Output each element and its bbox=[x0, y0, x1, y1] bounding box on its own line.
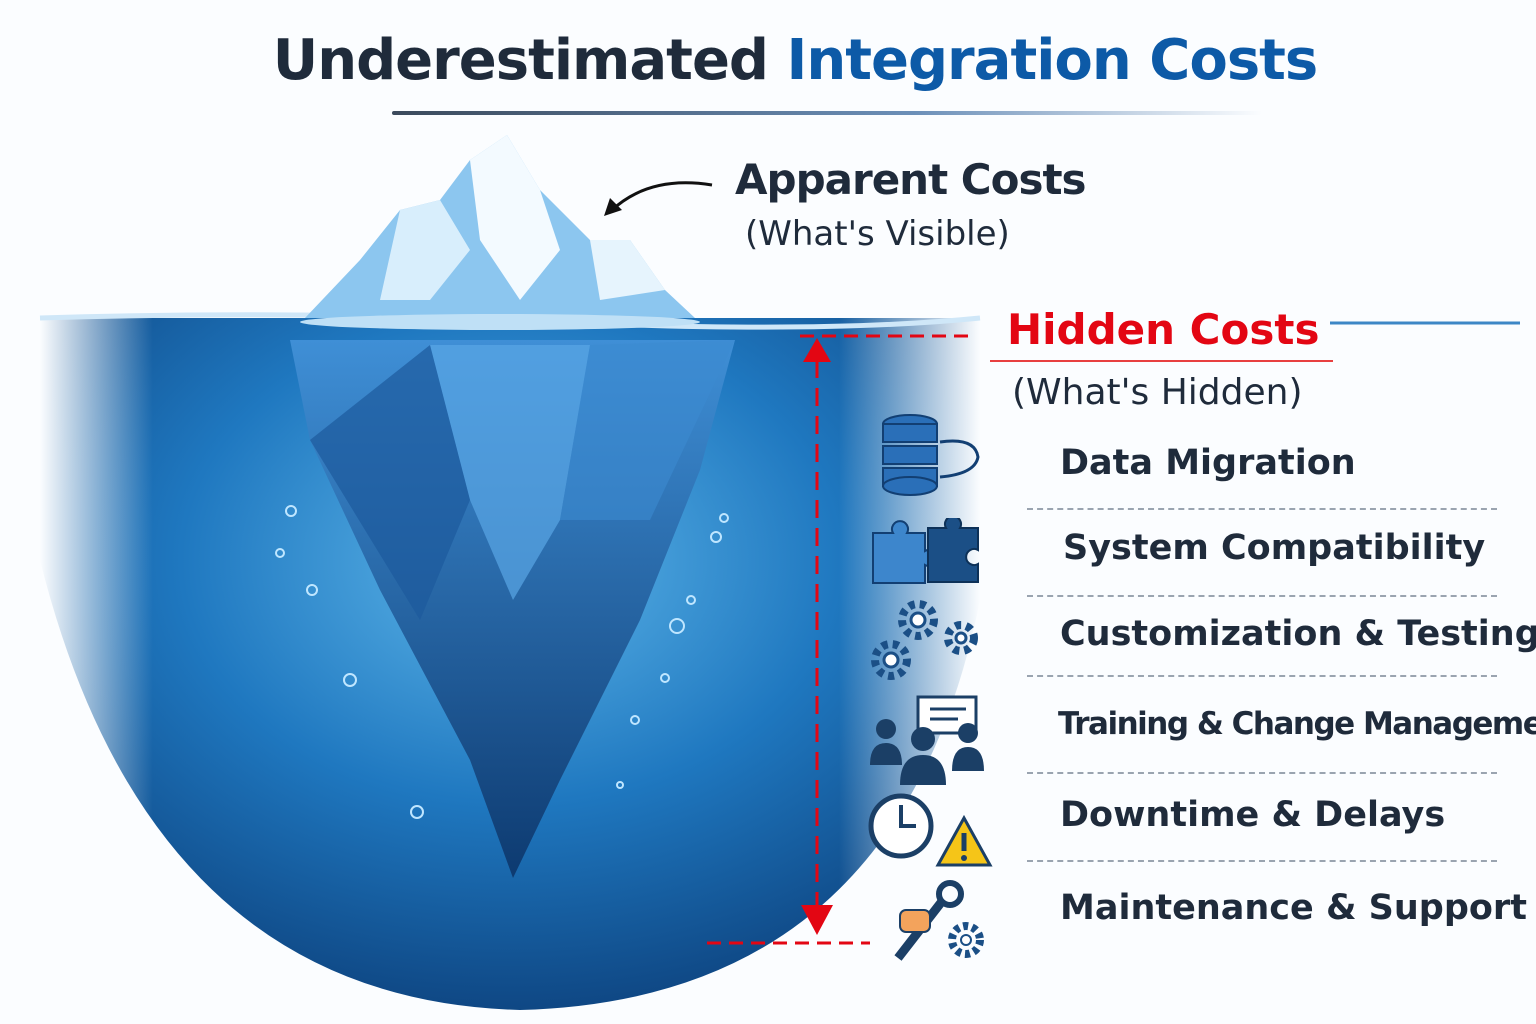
apparent-costs-label: Apparent Costs bbox=[735, 155, 1087, 204]
hidden-cost-item: Maintenance & Support bbox=[1060, 888, 1527, 928]
divider bbox=[1027, 595, 1497, 597]
page-title: Underestimated Integration Costs bbox=[0, 28, 1536, 93]
title-underline bbox=[392, 111, 1262, 115]
people-presentation-icon bbox=[870, 695, 984, 785]
hidden-costs-label: Hidden Costs bbox=[1007, 305, 1320, 354]
title-part2: Integration Costs bbox=[786, 28, 1319, 93]
divider bbox=[1027, 508, 1497, 510]
hidden-cost-item: System Compatibility bbox=[1063, 528, 1486, 568]
hidden-cost-item: Training & Change Management bbox=[1058, 706, 1536, 742]
wrench-gear-icon bbox=[894, 880, 984, 961]
hidden-cost-item: Customization & Testing bbox=[1060, 614, 1536, 654]
puzzle-icon bbox=[872, 518, 979, 584]
hidden-costs-underline bbox=[990, 360, 1333, 362]
title-part1: Underestimated bbox=[272, 28, 769, 93]
divider bbox=[1027, 772, 1497, 774]
apparent-arrow bbox=[610, 181, 713, 212]
database-icon bbox=[882, 414, 980, 496]
hidden-costs-sub: (What's Hidden) bbox=[1012, 372, 1303, 413]
divider bbox=[1027, 860, 1497, 862]
clock-warning-icon bbox=[868, 793, 993, 867]
hidden-cost-item: Data Migration bbox=[1060, 443, 1356, 483]
hidden-depth-marker bbox=[707, 334, 970, 945]
apparent-costs-sub: (What's Visible) bbox=[745, 214, 1010, 254]
gears-icon bbox=[871, 600, 978, 680]
hidden-cost-item: Downtime & Delays bbox=[1060, 795, 1446, 835]
divider bbox=[1027, 675, 1497, 677]
